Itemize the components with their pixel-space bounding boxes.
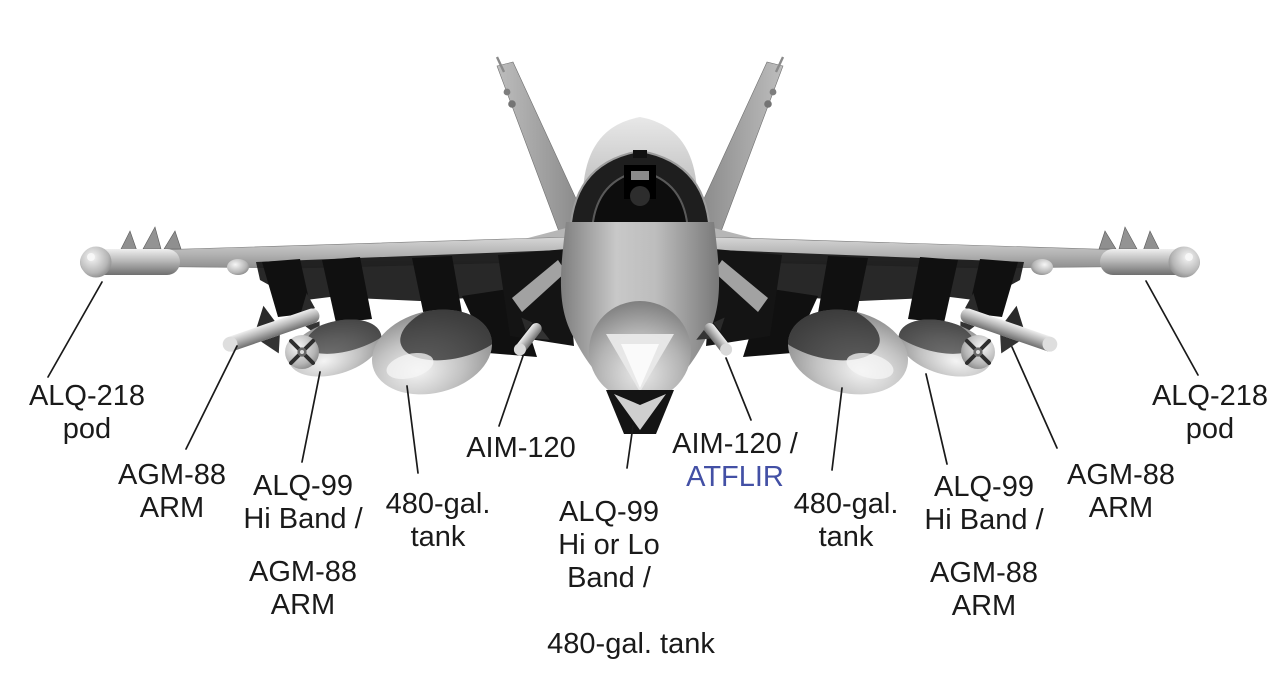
callout-line: AGM-88 [118,459,226,491]
callout-line: AGM-88 [1067,459,1175,491]
leader-alq99-left [301,371,321,463]
callout-agm88-right-inner: AGM-88 ARM [930,557,1038,623]
callout-agm88-right-outer: AGM-88 ARM [1067,459,1175,525]
callout-alq218-right: ALQ-218 pod [1152,380,1268,446]
wing-fairing [227,259,249,275]
callout-line: Hi or Lo [558,529,660,561]
callout-aim120-left: AIM-120 [466,432,576,465]
leader-agm88-left-outer [185,345,238,450]
callout-tank-right: 480-gal. tank [794,488,899,554]
leader-alq99-center [626,425,634,469]
callout-agm88-left-outer: AGM-88 ARM [118,459,226,525]
leader-alq218-left [47,281,103,378]
leader-alq99-right [925,373,948,465]
leader-tank-left [406,385,419,474]
callout-line: AIM-120 / [672,428,798,460]
callout-alq99-right: ALQ-99 Hi Band / [924,471,1043,537]
agm-88-missile [222,293,320,354]
callout-line: tank [410,521,466,553]
callout-line: pod [62,413,112,445]
radome-glint [621,344,659,388]
callout-line: Band / [567,562,651,594]
callout-alq99-center: ALQ-99 Hi or Lo Band / [558,496,660,595]
external-fuel-tank [371,299,502,395]
callout-line-atflir: ATFLIR [686,461,784,493]
callout-line: AGM-88 [249,556,357,588]
callout-line: AIM-120 [466,432,576,464]
aim-120-missile [513,317,550,356]
callout-alq99-left: ALQ-99 Hi Band / [243,470,362,536]
callout-line: 480-gal. [385,488,491,520]
hud-and-pilot [624,150,656,206]
callout-alq218-left: ALQ-218 pod [29,380,145,446]
fuselage-group [560,117,720,434]
callout-line: tank [818,521,874,553]
engine-intake [498,249,574,346]
vertical-tail [495,56,591,238]
callout-line: ARM [1088,492,1154,524]
leader-agm88-right-outer [1011,346,1058,449]
leader-aim120-left [498,355,524,427]
callout-agm88-left-inner: AGM-88 ARM [249,556,357,622]
callout-line: AGM-88 [930,557,1038,589]
callout-line: ARM [139,492,205,524]
left-wing-assembly [80,56,591,395]
callout-line: ALQ-99 [253,470,353,502]
callout-line: 480-gal. [793,488,899,520]
callout-tank-left: 480-gal. tank [386,488,491,554]
callout-line: ARM [270,589,336,621]
callout-line: ALQ-218 [28,380,146,412]
callout-line: 480-gal. tank [547,628,715,660]
callout-line: Hi Band / [243,503,363,535]
callout-line: ALQ-99 [934,471,1034,503]
callout-line: Hi Band / [924,504,1044,536]
centerline-pylon [606,390,674,434]
callout-aim120-atflir: AIM-120 / ATFLIR [672,428,798,494]
callout-line: pod [1185,413,1235,445]
callout-line: ALQ-99 [559,496,659,528]
leader-alq218-right [1145,280,1199,376]
callout-line: ARM [951,590,1017,622]
leader-tank-right [831,387,843,471]
wingtip-pod [80,226,182,278]
leader-aim120-atflir [725,357,752,421]
callout-line: ALQ-218 [1151,380,1269,412]
callout-tank-center: 480-gal. tank [547,628,715,661]
